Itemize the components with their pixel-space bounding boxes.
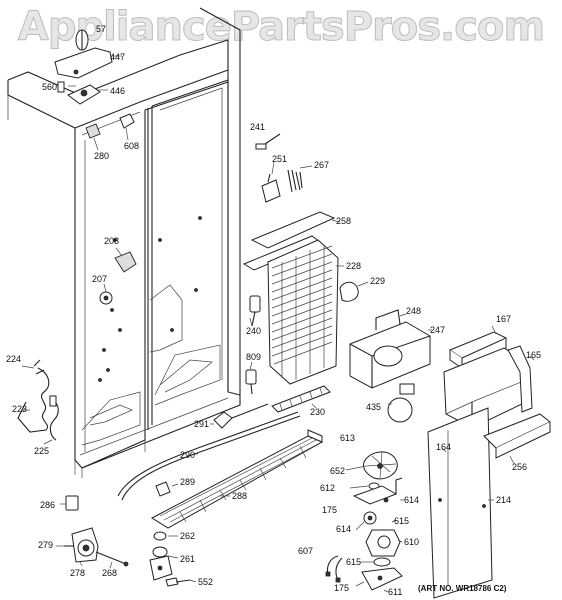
callout-613: 613 bbox=[340, 433, 356, 443]
evaporator-clip bbox=[339, 281, 369, 302]
air-duct-parts bbox=[443, 325, 535, 429]
callout-278: 278 bbox=[70, 568, 86, 578]
drain-heater-loop bbox=[17, 359, 59, 445]
callout-225: 225 bbox=[34, 446, 50, 456]
callout-552: 552 bbox=[198, 577, 214, 587]
callout-57: 57 bbox=[96, 24, 107, 34]
bimetal-thermostat-parts bbox=[255, 133, 313, 203]
damper-parts bbox=[99, 247, 137, 305]
evaporator bbox=[267, 239, 344, 385]
defrost-heater-bar bbox=[271, 385, 331, 413]
callout-258: 258 bbox=[336, 216, 352, 226]
callout-208: 208 bbox=[104, 236, 120, 246]
callout-286: 286 bbox=[40, 500, 56, 510]
top-hinge-parts bbox=[54, 29, 135, 151]
cabinet-liner bbox=[7, 7, 241, 478]
callout-614a: 614 bbox=[404, 495, 420, 505]
art-number: (ART NO. WR18786 C2) bbox=[418, 584, 507, 593]
callout-247: 247 bbox=[430, 325, 446, 335]
callout-261: 261 bbox=[180, 554, 196, 564]
callout-175b: 175 bbox=[334, 583, 350, 593]
callout-224: 224 bbox=[6, 354, 22, 364]
callout-446: 446 bbox=[110, 86, 126, 96]
callout-610: 610 bbox=[404, 537, 420, 547]
callout-289: 289 bbox=[180, 477, 196, 487]
callout-288: 288 bbox=[232, 491, 248, 501]
callout-223: 223 bbox=[12, 404, 28, 414]
callout-229: 229 bbox=[370, 276, 386, 286]
callout-447: 447 bbox=[110, 52, 126, 62]
callout-248: 248 bbox=[406, 306, 422, 316]
rear-panel bbox=[427, 407, 494, 599]
bottom-parts bbox=[56, 403, 324, 587]
callout-230: 230 bbox=[310, 407, 326, 417]
callout-560: 560 bbox=[42, 82, 58, 92]
light-bulb bbox=[387, 383, 415, 423]
callout-279: 279 bbox=[38, 540, 54, 550]
fan-housing bbox=[349, 309, 432, 389]
watermark: AppliancePartsPros.com bbox=[17, 4, 545, 51]
callout-809: 809 bbox=[246, 352, 262, 362]
callout-435: 435 bbox=[366, 402, 382, 412]
callout-241: 241 bbox=[250, 122, 266, 132]
callout-175a: 175 bbox=[322, 505, 338, 515]
callout-167: 167 bbox=[496, 314, 512, 324]
callout-228: 228 bbox=[346, 261, 362, 271]
callout-611: 611 bbox=[388, 587, 403, 597]
air-deflector bbox=[483, 413, 551, 465]
callout-615b: 615 bbox=[346, 557, 362, 567]
callout-652: 652 bbox=[330, 466, 346, 476]
callout-267: 267 bbox=[314, 160, 330, 170]
callout-268: 268 bbox=[102, 568, 118, 578]
callout-165: 165 bbox=[526, 350, 542, 360]
callout-262: 262 bbox=[180, 531, 196, 541]
callout-207: 207 bbox=[92, 274, 108, 284]
callout-251: 251 bbox=[272, 154, 288, 164]
defrost-thermostat-parts bbox=[245, 295, 261, 395]
callout-256: 256 bbox=[512, 462, 528, 472]
callout-291: 291 bbox=[194, 419, 210, 429]
callout-615: 615 bbox=[394, 516, 410, 526]
callout-614b: 614 bbox=[336, 524, 352, 534]
callout-164: 164 bbox=[436, 442, 452, 452]
callout-612: 612 bbox=[320, 483, 336, 493]
callout-214: 214 bbox=[496, 495, 512, 505]
callout-607: 607 bbox=[298, 546, 314, 556]
callout-290: 290 bbox=[180, 450, 196, 460]
fan-motor-assembly bbox=[325, 451, 404, 593]
callout-280: 280 bbox=[94, 151, 110, 161]
callout-240: 240 bbox=[246, 326, 262, 336]
callout-608: 608 bbox=[124, 141, 140, 151]
